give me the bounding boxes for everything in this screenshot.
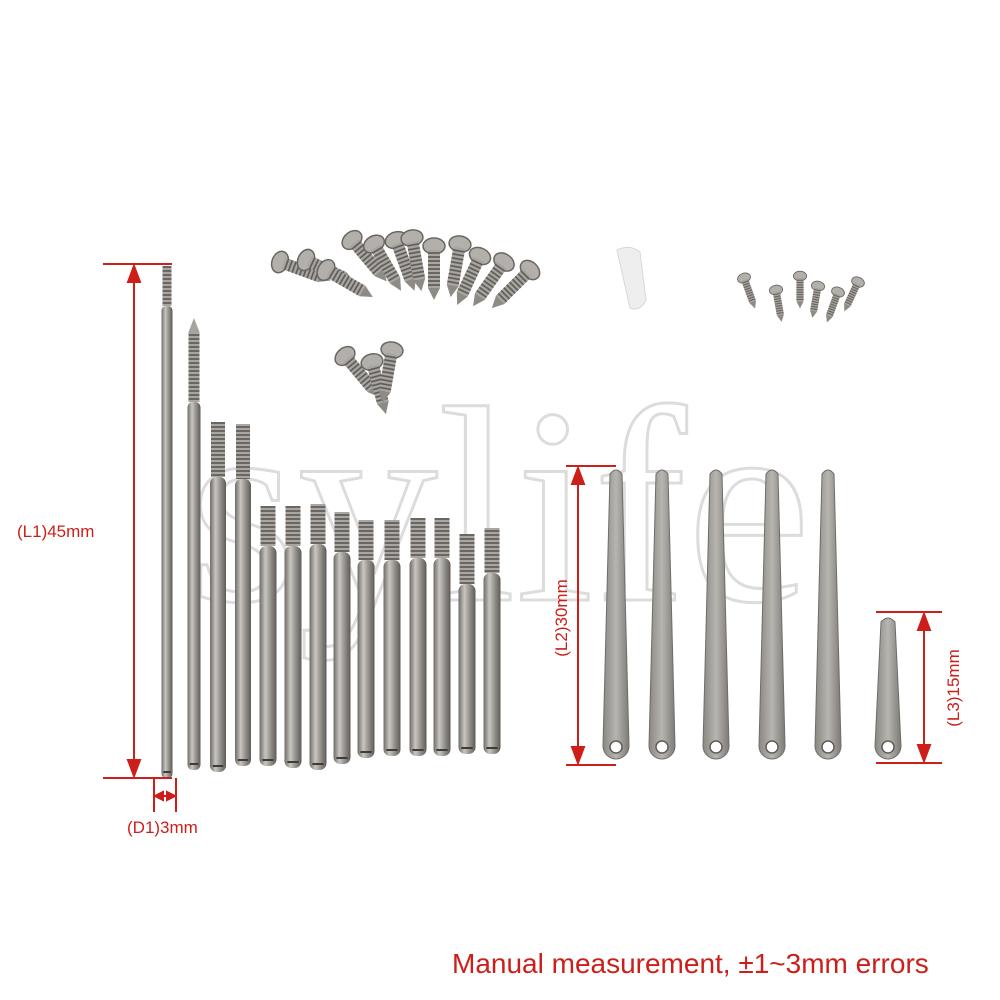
- rod-9: [357, 520, 375, 758]
- screw-10: [456, 246, 492, 305]
- rod-3: [210, 422, 226, 772]
- rod-12: [433, 518, 451, 756]
- rod-1: [161, 266, 173, 778]
- screw-5: [362, 234, 401, 291]
- screw-6: [384, 230, 417, 291]
- l3-length-label: (L3)15mm: [944, 649, 963, 727]
- l1-length-label: (L1)45mm: [17, 522, 95, 541]
- rod-10: [383, 520, 401, 756]
- l1-dimension-line: [103, 263, 172, 779]
- screw-9: [446, 235, 472, 298]
- flat-springs: [602, 469, 902, 760]
- spring-6: [874, 617, 902, 760]
- rod-5: [259, 506, 277, 766]
- d1-dimension-line: [152, 778, 178, 812]
- d1-diameter-label: (D1)3mm: [127, 818, 198, 837]
- rod-6: [284, 506, 302, 768]
- screw-17: [768, 284, 784, 322]
- screw-18: [792, 270, 808, 309]
- screw-8: [422, 237, 446, 300]
- screw-15: [378, 341, 404, 404]
- rod-8: [333, 512, 351, 764]
- spring-4: [758, 469, 786, 760]
- rod-4: [235, 424, 251, 766]
- l2-length-label: (L2)30mm: [552, 579, 571, 657]
- rod-14: [483, 528, 501, 754]
- screw-7: [400, 229, 426, 292]
- rod-7: [309, 504, 327, 770]
- l2-dimension-line: [566, 465, 616, 766]
- rod-11: [409, 518, 427, 756]
- screw-4: [341, 229, 387, 282]
- spring-3: [702, 469, 730, 760]
- pivot-rods: [161, 266, 501, 778]
- measurement-note: Manual measurement, ±1~3mm errors: [452, 948, 929, 979]
- spring-1: [602, 469, 630, 760]
- screw-11: [473, 252, 515, 307]
- spring-2: [648, 469, 676, 760]
- rod-2: [187, 318, 201, 770]
- screw-21: [844, 276, 865, 312]
- screw-20: [825, 286, 845, 323]
- screw-16: [737, 272, 757, 309]
- l3-dimension-line: [876, 611, 942, 764]
- screw-3: [316, 258, 373, 297]
- white-pad: [616, 246, 647, 310]
- screws-cluster: [270, 229, 865, 415]
- rod-13: [458, 534, 476, 754]
- spring-5: [814, 469, 842, 760]
- screw-19: [810, 280, 826, 318]
